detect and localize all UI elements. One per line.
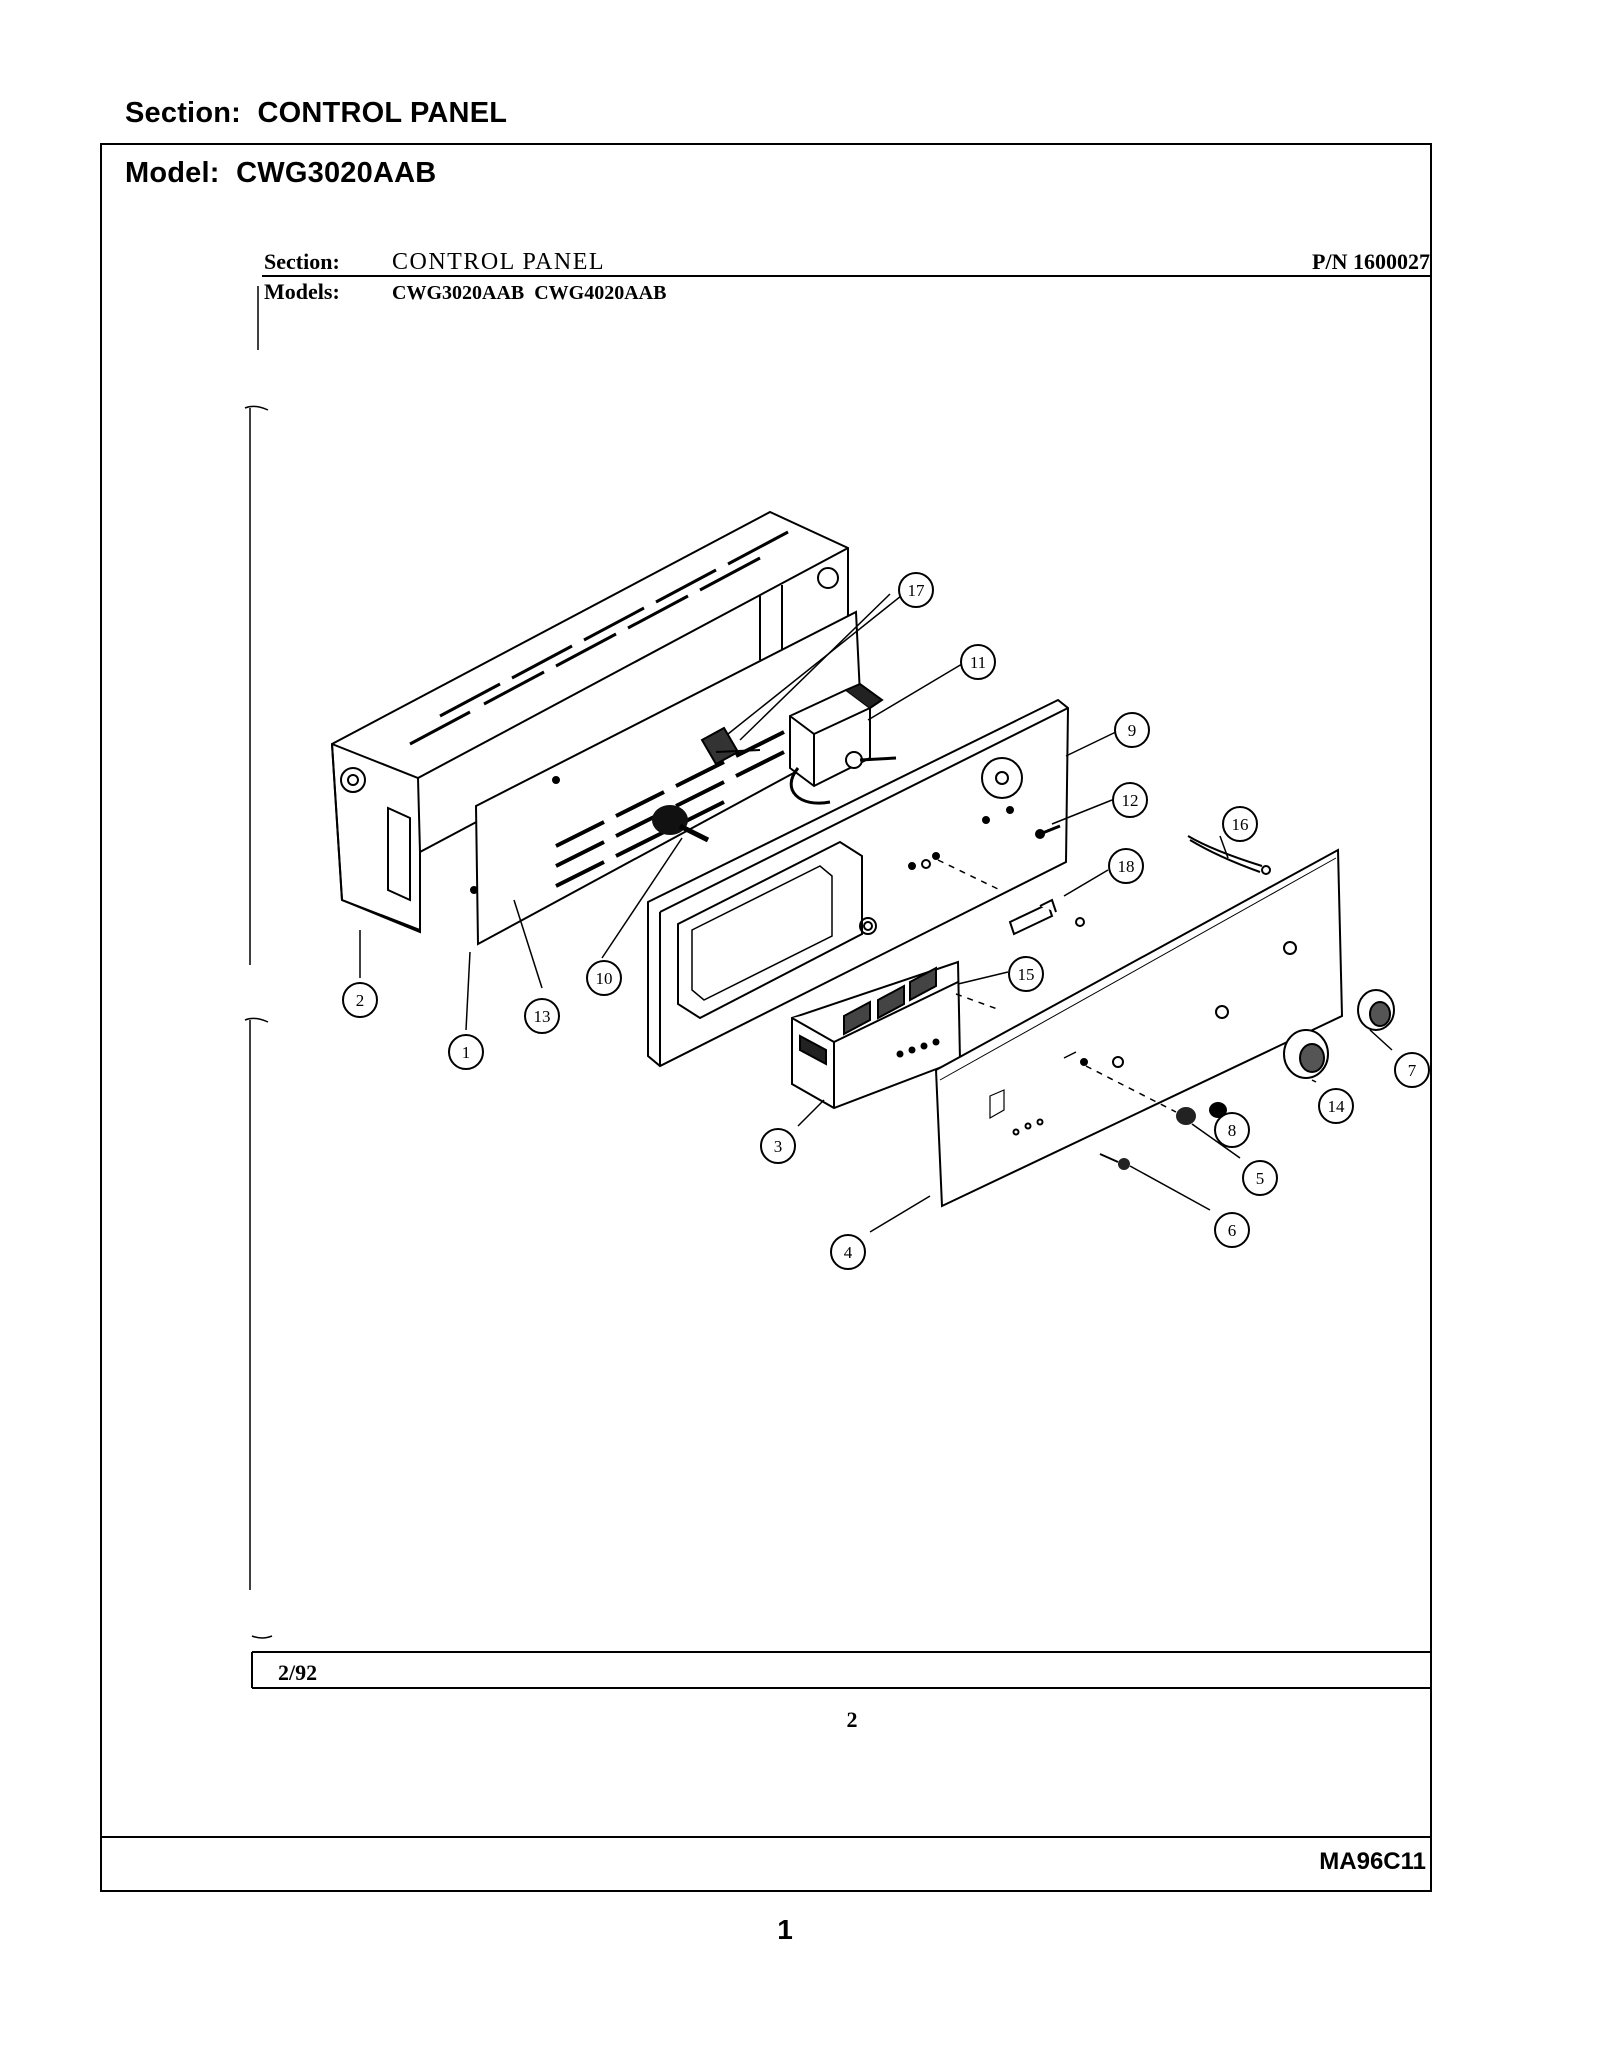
footer-divider <box>100 1836 1432 1838</box>
callout-8: 8 <box>1214 1112 1250 1148</box>
callout-11: 11 <box>960 644 996 680</box>
svg-text:3: 3 <box>774 1137 783 1156</box>
svg-text:11: 11 <box>970 653 986 672</box>
sheet-header: Section: CONTROL PANEL P/N 1600027 Model… <box>244 249 1432 1639</box>
callout-7: 7 <box>1394 1052 1430 1088</box>
sheet-section-value: CONTROL PANEL <box>392 249 605 275</box>
callout-13: 13 <box>524 998 560 1034</box>
svg-text:13: 13 <box>534 1007 551 1026</box>
switch-17 <box>700 726 761 766</box>
leader-lines <box>359 591 1393 1233</box>
sheet-date: 2/92 <box>278 1660 317 1685</box>
model-heading: Model: CWG3020AAB <box>125 157 436 190</box>
page-frame <box>100 143 1432 1892</box>
callouts: 1 2 3 4 5 6 7 8 9 10 11 12 13 14 15 16 1… <box>342 572 1430 1270</box>
callout-3: 3 <box>760 1128 796 1164</box>
callout-16: 16 <box>1222 806 1258 842</box>
sheet-page: 2 <box>847 1707 858 1732</box>
thermostat-knob <box>652 805 710 843</box>
sheet-footer: 2/92 2 <box>251 1651 1432 1732</box>
svg-text:18: 18 <box>1118 857 1135 876</box>
timer-11 <box>789 682 897 805</box>
callout-10: 10 <box>586 960 622 996</box>
svg-text:15: 15 <box>1018 965 1035 984</box>
bracket-18 <box>1008 898 1085 936</box>
model-value: CWG3020AAB <box>236 157 437 189</box>
wire-16 <box>1187 835 1271 875</box>
callout-6: 6 <box>1214 1212 1250 1248</box>
svg-text:1: 1 <box>462 1043 471 1062</box>
sheet-part-number: P/N 1600027 <box>1312 249 1430 274</box>
callout-2: 2 <box>342 982 378 1018</box>
callout-12: 12 <box>1112 782 1148 818</box>
svg-text:12: 12 <box>1122 791 1139 810</box>
rear-housing <box>330 510 849 934</box>
knob-14 <box>1283 1029 1329 1079</box>
callout-9: 9 <box>1114 712 1150 748</box>
sheet-section-label: Section: <box>264 249 340 274</box>
section-heading: Section: CONTROL PANEL <box>125 97 507 130</box>
callout-1: 1 <box>448 1034 484 1070</box>
page-number: 1 <box>777 1914 793 1945</box>
svg-text:14: 14 <box>1328 1097 1346 1116</box>
svg-text:6: 6 <box>1228 1221 1237 1240</box>
section-value: CONTROL PANEL <box>257 97 508 129</box>
section-label: Section: <box>125 97 241 129</box>
sheet-models-label: Models: <box>264 279 340 304</box>
control-panel-9 <box>647 698 1070 1068</box>
model-label: Model: <box>125 157 220 189</box>
svg-text:7: 7 <box>1408 1061 1417 1080</box>
control-board <box>791 960 1001 1110</box>
callout-4: 4 <box>830 1234 866 1270</box>
front-overlay-4 <box>934 848 1344 1208</box>
callout-5: 5 <box>1242 1160 1278 1196</box>
svg-text:2: 2 <box>356 991 365 1010</box>
inner-panel <box>470 610 864 946</box>
knob-7 <box>1357 989 1395 1031</box>
callout-17: 17 <box>898 572 934 608</box>
svg-text:5: 5 <box>1256 1169 1265 1188</box>
document-code: MA96C11 <box>1319 1848 1426 1875</box>
svg-text:17: 17 <box>908 581 926 600</box>
knob-5 <box>1176 1107 1196 1125</box>
knob-8 <box>1209 1102 1227 1118</box>
callout-14: 14 <box>1318 1088 1354 1124</box>
svg-text:16: 16 <box>1232 815 1249 834</box>
svg-text:10: 10 <box>596 969 613 988</box>
svg-text:9: 9 <box>1128 721 1137 740</box>
knob-6 <box>1099 1153 1130 1170</box>
callout-15: 15 <box>1008 956 1044 992</box>
svg-text:8: 8 <box>1228 1121 1237 1140</box>
sheet-models-value: CWG3020AAB CWG4020AAB <box>392 282 666 304</box>
svg-text:4: 4 <box>844 1243 853 1262</box>
screw-12 <box>1035 824 1061 839</box>
callout-18: 18 <box>1108 848 1144 884</box>
